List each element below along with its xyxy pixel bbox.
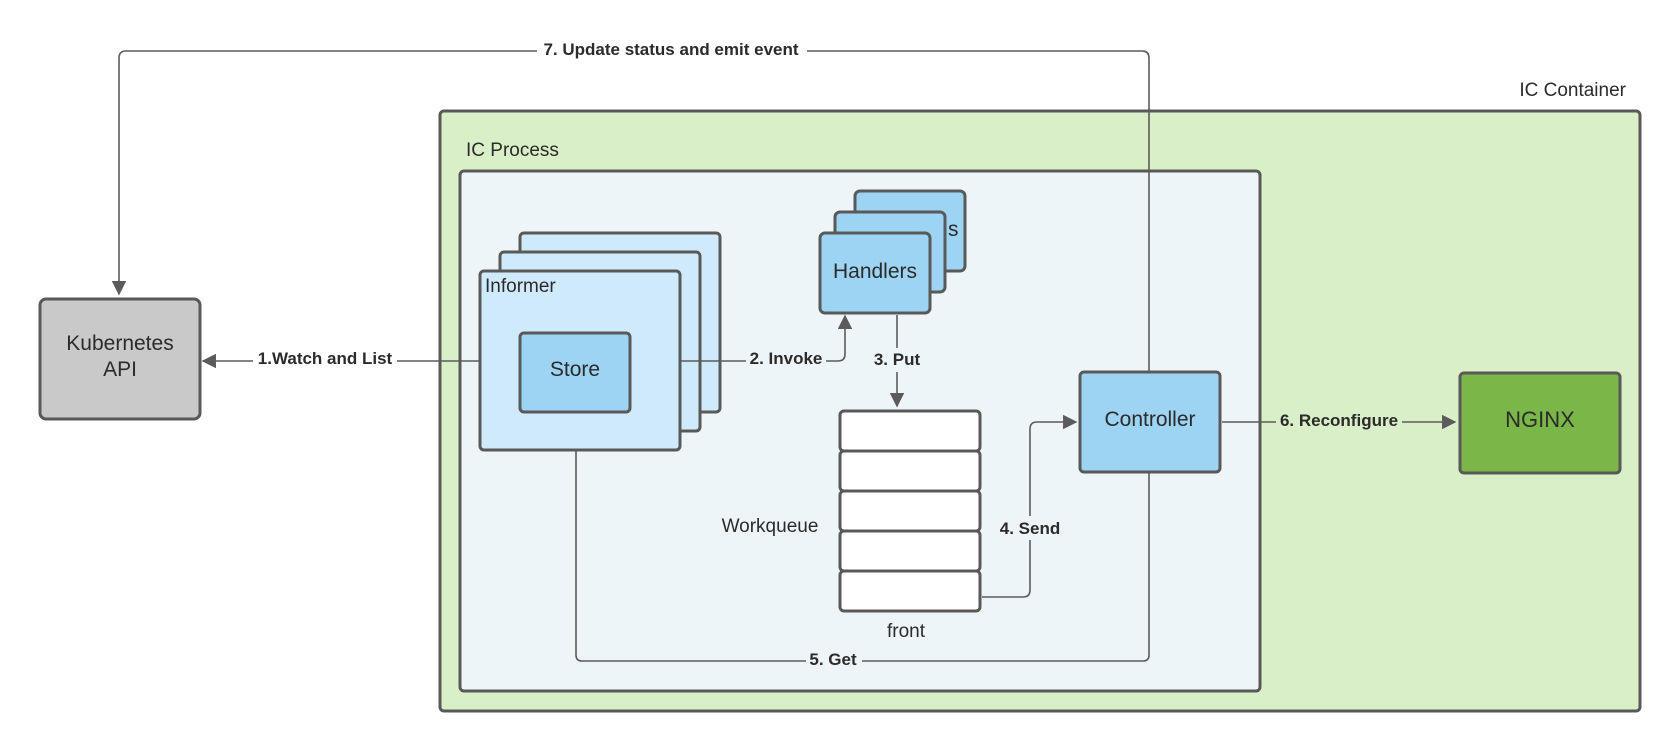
kubernetes-api-label-line2: API xyxy=(103,358,137,381)
edge-reconfigure-label: 6. Reconfigure xyxy=(1280,411,1398,430)
edge-invoke-label: 2. Invoke xyxy=(750,349,823,368)
workqueue-slot xyxy=(838,569,982,613)
edge-send-bg xyxy=(997,516,1063,540)
edge-put-label: 3. Put xyxy=(874,350,921,369)
workqueue-slot xyxy=(838,409,982,453)
edge-get-label: 5. Get xyxy=(809,650,857,669)
edge-send-label: 4. Send xyxy=(1000,519,1060,538)
workqueue-slot xyxy=(838,489,982,533)
edge-update-status-bg xyxy=(537,38,807,62)
workqueue-slot xyxy=(838,449,982,493)
edge-reconfigure-bg xyxy=(1276,408,1402,432)
workqueue xyxy=(838,409,982,613)
edge-invoke-bg xyxy=(746,347,826,371)
edge-send-line xyxy=(982,414,1078,598)
edge-put-bg xyxy=(870,348,924,372)
controller-label: Controller xyxy=(1104,408,1195,431)
edge-update-status-label: 7. Update status and emit event xyxy=(543,40,798,59)
kubernetes-api-label-line1: Kubernetes xyxy=(66,332,173,355)
store-label: Store xyxy=(550,358,600,381)
informer-label: Informer xyxy=(485,276,556,297)
ic-container-label: IC Container xyxy=(1519,80,1626,101)
workqueue-label: Workqueue xyxy=(722,516,819,537)
edge-watch-list-bg xyxy=(253,347,397,371)
edge-get-line xyxy=(568,414,1150,662)
store-node xyxy=(518,331,632,414)
controller-node xyxy=(1078,370,1222,474)
nginx-node xyxy=(1458,371,1622,475)
kubernetes-api-node xyxy=(38,297,202,421)
handlers-node xyxy=(818,231,932,315)
workqueue-slot xyxy=(838,529,982,573)
edge-get-bg xyxy=(806,648,862,672)
nginx-label: NGINX xyxy=(1505,407,1575,432)
edge-invoke-line xyxy=(680,314,853,362)
handlers-stack-back-label: s xyxy=(948,218,959,241)
handlers-label: Handlers xyxy=(833,260,917,283)
edge-watch-list-label: 1.Watch and List xyxy=(258,349,393,368)
front-label: front xyxy=(887,621,926,642)
ic-process-label: IC Process xyxy=(466,140,559,161)
